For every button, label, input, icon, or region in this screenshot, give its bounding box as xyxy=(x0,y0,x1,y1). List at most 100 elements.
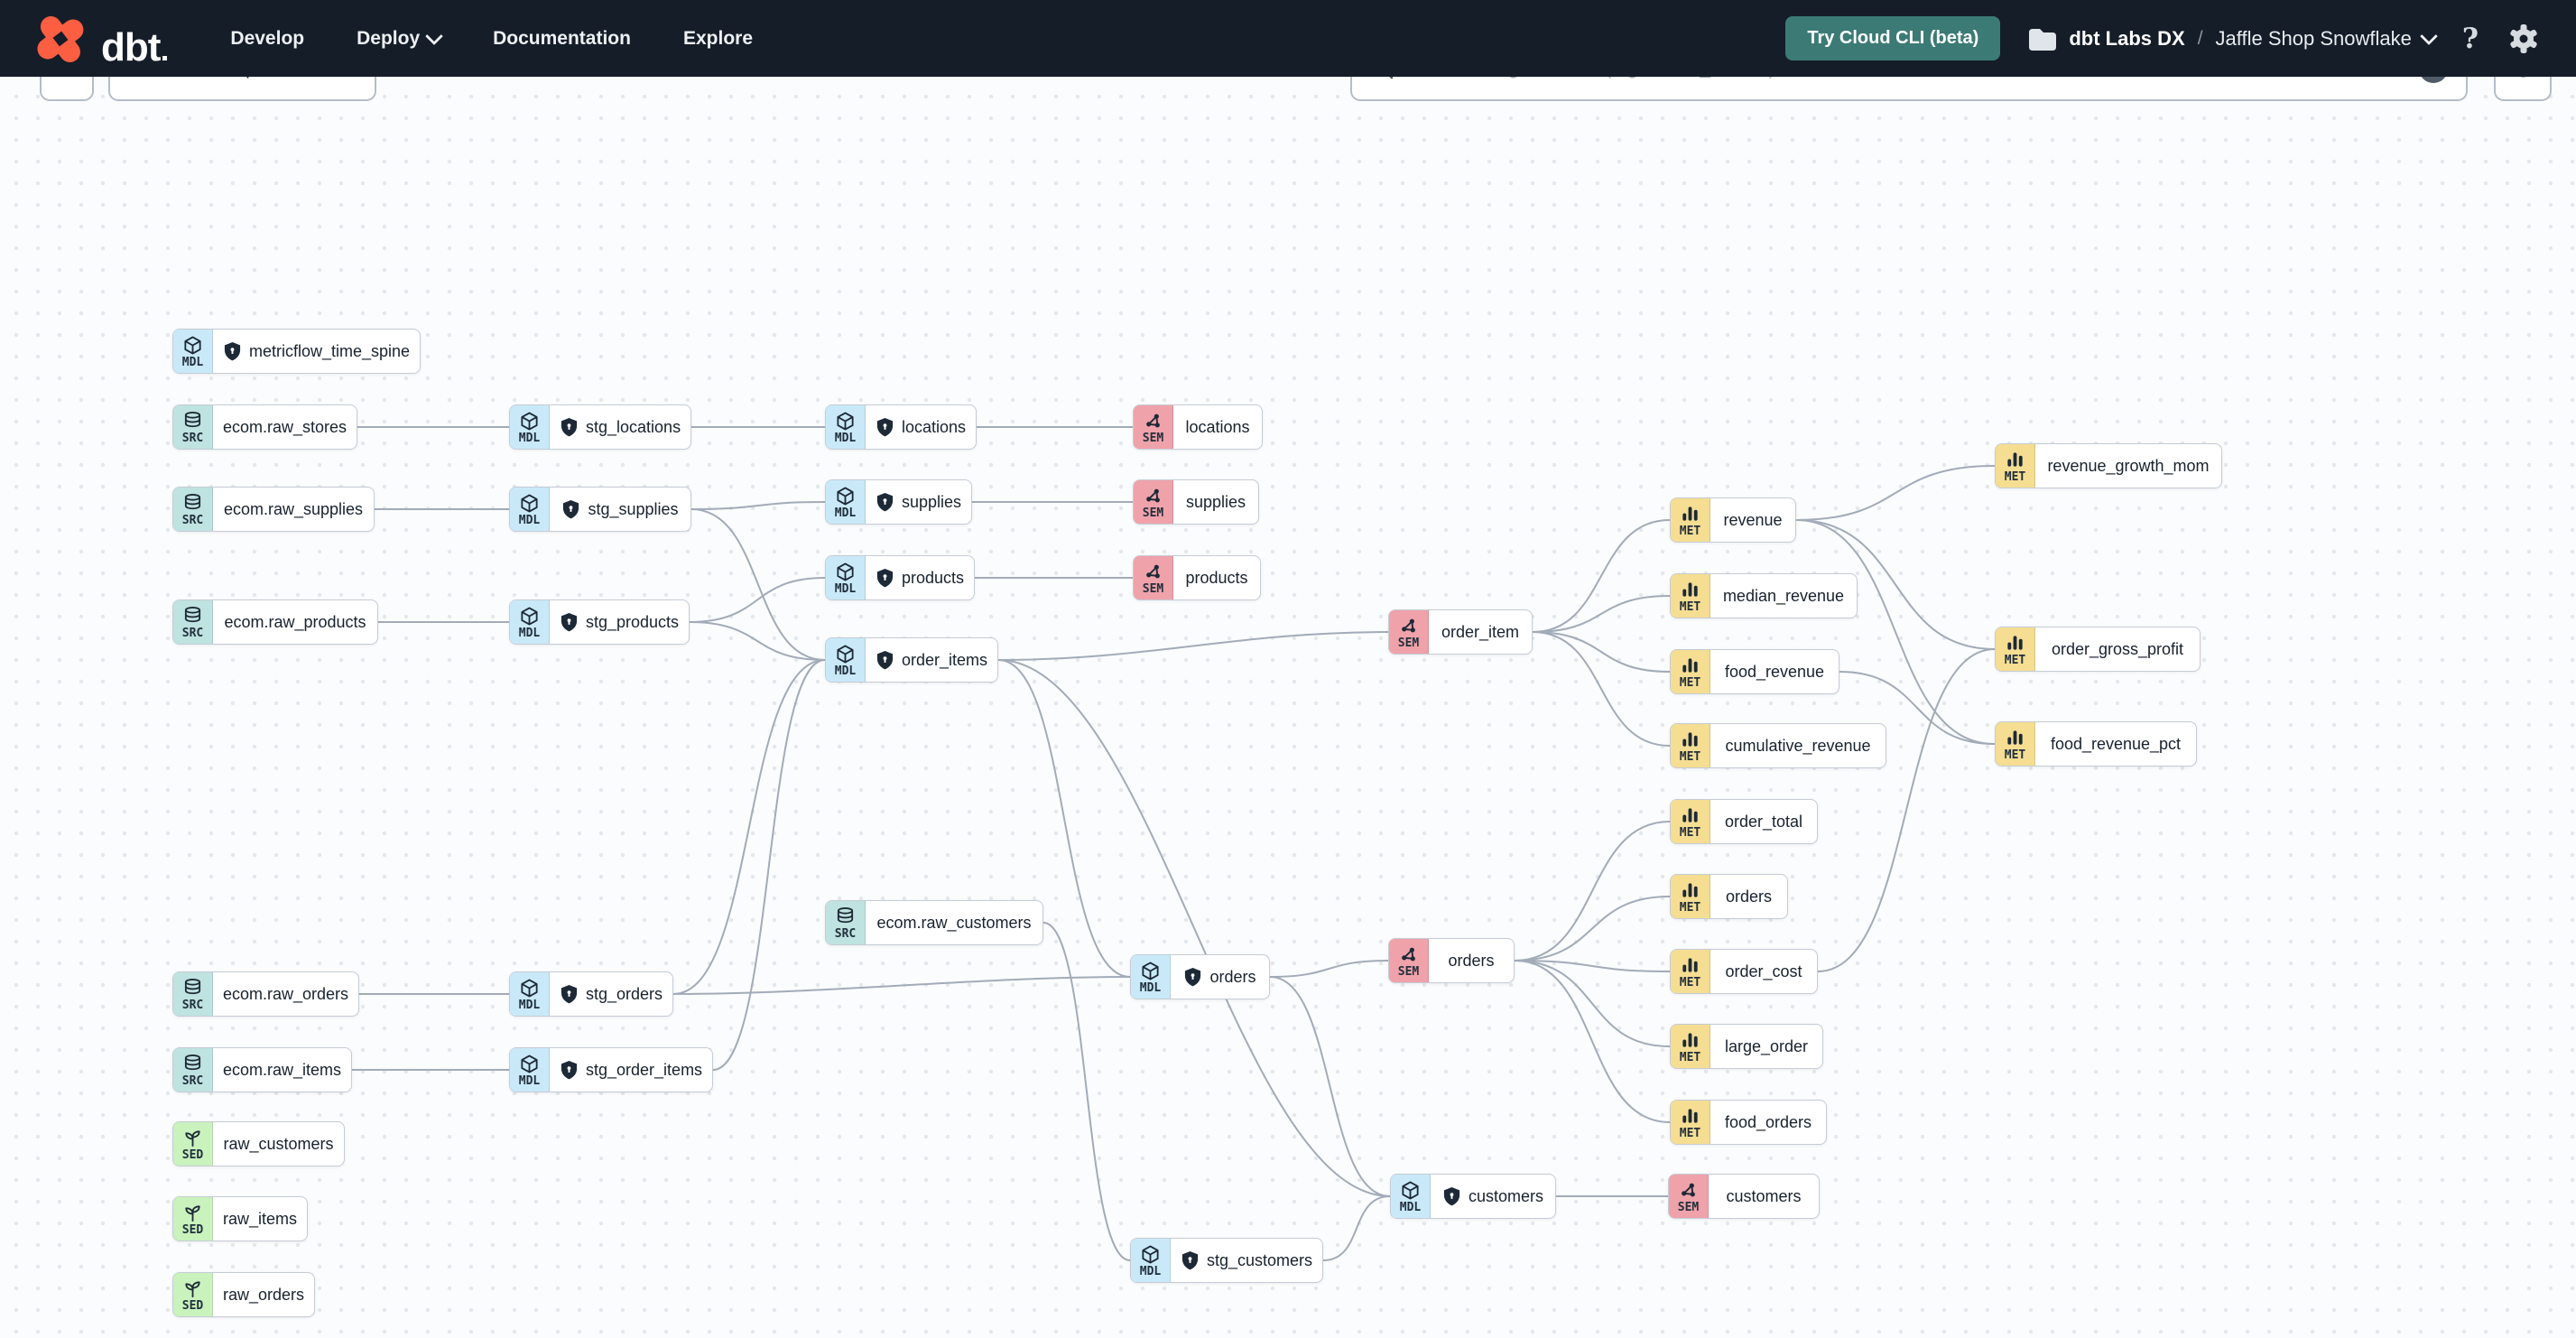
gear-icon[interactable] xyxy=(2506,21,2542,57)
bar-chart-badge: MET xyxy=(1996,722,2035,766)
try-cloud-cli-button[interactable]: Try Cloud CLI (beta) xyxy=(1785,16,2001,60)
breadcrumb-separator: / xyxy=(2197,27,2203,49)
graph-node-sem_orders[interactable]: SEM orders xyxy=(1388,938,1515,983)
node-name: raw_customers xyxy=(223,1134,334,1153)
edge-stg_customers-customers_mdl xyxy=(1322,1195,1391,1261)
database-badge: SRC xyxy=(173,488,213,531)
graph-node-sem_locations[interactable]: SEM locations xyxy=(1133,404,1263,450)
node-type-label: MDL xyxy=(834,582,857,597)
project-selector[interactable]: Jaffle Shop Snowflake xyxy=(2216,27,2438,51)
node-type-label: MDL xyxy=(518,999,541,1013)
node-name: ecom.raw_stores xyxy=(223,417,347,436)
database-icon xyxy=(182,978,203,999)
node-type-label: MDL xyxy=(1139,1265,1162,1279)
cube-badge: MDL xyxy=(826,556,866,599)
graph-node-stg_customers[interactable]: MDL stg_customers xyxy=(1130,1238,1324,1283)
cube-icon xyxy=(519,978,540,999)
graph-node-met_median_revenue[interactable]: MET median_revenue xyxy=(1670,573,1858,618)
node-type-label: MET xyxy=(1679,600,1701,615)
cube-icon xyxy=(835,562,856,582)
graph-node-src_orders[interactable]: SRC ecom.raw_orders xyxy=(172,971,360,1017)
node-name: median_revenue xyxy=(1722,586,1845,605)
node-name: order_items xyxy=(902,650,988,669)
shield-icon xyxy=(561,499,580,520)
bar-chart-icon xyxy=(1680,805,1700,826)
shield-icon xyxy=(1442,1186,1461,1207)
cube-badge: MDL xyxy=(510,405,550,449)
node-type-label: SRC xyxy=(181,514,204,528)
edge-sem_orders-met_order_cost xyxy=(1514,960,1671,972)
node-name: ecom.raw_items xyxy=(223,1060,342,1079)
dbt-brand[interactable]: dbt xyxy=(32,11,168,68)
semantic-graph-badge: SEM xyxy=(1389,939,1429,982)
node-name: stg_customers xyxy=(1207,1250,1313,1269)
cube-icon xyxy=(519,411,540,432)
nav-link-deploy[interactable]: Deploy xyxy=(357,26,444,50)
bar-chart-badge: MET xyxy=(1671,1101,1710,1144)
help-icon[interactable]: ? xyxy=(2461,22,2479,55)
edge-sem_order_item-met_cumulative_revenue xyxy=(1532,631,1671,747)
nav-link-develop[interactable]: Develop xyxy=(230,27,305,49)
shield-icon xyxy=(223,341,242,362)
chevron-down-icon xyxy=(425,26,444,45)
nav-link-explore[interactable]: Explore xyxy=(682,27,753,49)
node-type-label: SRC xyxy=(181,432,204,446)
node-name: orders xyxy=(1209,967,1256,986)
node-name: orders xyxy=(1448,951,1495,970)
bar-chart-badge: MET xyxy=(1671,1025,1710,1068)
navbar-right: Try Cloud CLI (beta) dbt Labs DX / Jaffl… xyxy=(1785,16,2542,60)
nav-link-documentation[interactable]: Documentation xyxy=(493,27,631,49)
graph-node-orders_mdl[interactable]: MDL orders xyxy=(1130,954,1270,999)
node-type-label: SEM xyxy=(1142,506,1164,521)
semantic-graph-icon xyxy=(1143,411,1163,432)
node-type-label: MET xyxy=(2004,470,2026,485)
node-type-label: MET xyxy=(1679,525,1701,539)
node-type-label: MET xyxy=(1679,676,1701,691)
edge-order_items-customers_mdl xyxy=(997,659,1391,1197)
node-name: ecom.raw_customers xyxy=(876,913,1032,932)
node-name: locations xyxy=(1185,417,1250,436)
node-type-label: SRC xyxy=(181,999,204,1013)
cube-icon xyxy=(1140,961,1161,981)
graph-node-src_stores[interactable]: SRC ecom.raw_stores xyxy=(172,404,358,450)
account-name[interactable]: dbt Labs DX xyxy=(2069,26,2185,50)
cube-badge: MDL xyxy=(1131,955,1171,999)
cube-badge: MDL xyxy=(826,405,866,449)
node-name: ecom.raw_orders xyxy=(223,984,349,1003)
node-type-label: SEM xyxy=(1142,432,1164,446)
